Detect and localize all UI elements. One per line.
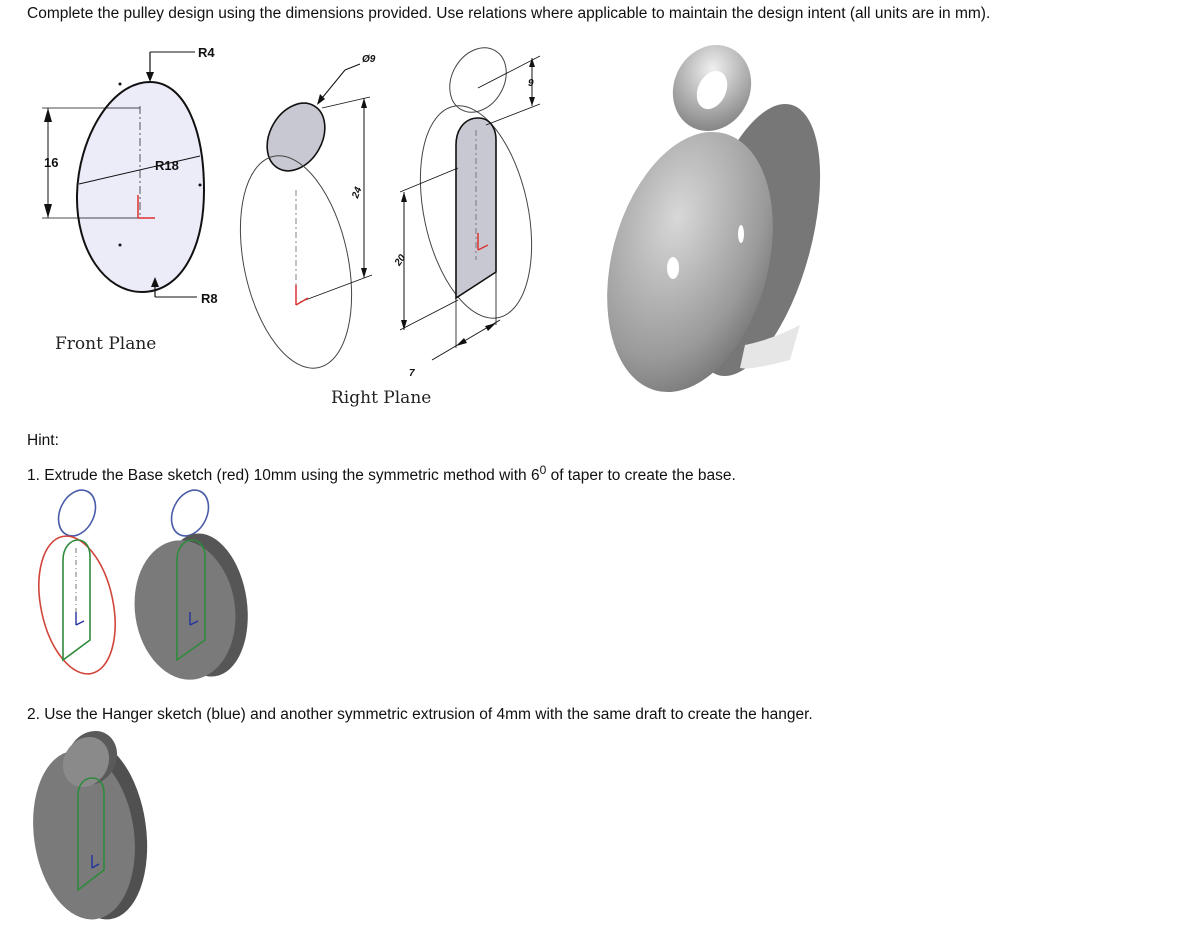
hanger-ellipse xyxy=(266,102,326,172)
right-plane-caption: Right Plane xyxy=(331,388,432,408)
step1-text: 1. Extrude the Base sketch (red) 10mm us… xyxy=(27,467,540,485)
dim-7: 7 xyxy=(409,368,415,379)
profile-shape xyxy=(455,117,497,300)
front-plane-caption: Front Plane xyxy=(55,334,157,354)
dim-r18: R18 xyxy=(155,158,179,173)
pulley-disc xyxy=(607,131,773,393)
dim-r8: R8 xyxy=(201,291,218,306)
dim-phi9: Ø9 xyxy=(362,54,376,65)
dim-24: 24 xyxy=(350,185,365,201)
intro-text: Complete the pulley design using the dim… xyxy=(27,5,991,22)
hint-step-2: 2. Use the Hanger sketch (blue) and anot… xyxy=(27,706,813,723)
degree-superscript: 0 xyxy=(539,463,547,477)
dim-r4: R4 xyxy=(198,45,215,60)
dim-16: 16 xyxy=(44,155,58,170)
dim-9: 9 xyxy=(528,78,534,89)
hint-heading: Hint: xyxy=(27,432,59,449)
step1-text-end: of taper to create the base. xyxy=(546,467,736,485)
hint-step-1: 1. Extrude the Base sketch (red) 10mm us… xyxy=(27,463,736,485)
